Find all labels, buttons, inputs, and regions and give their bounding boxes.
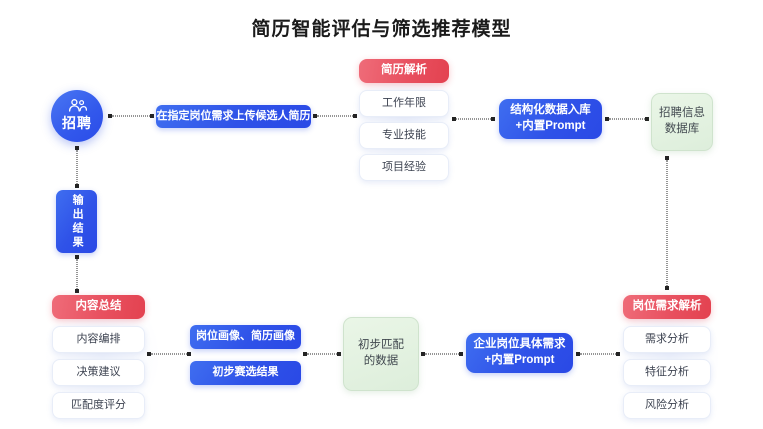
start-recruit-label: 招聘 (62, 115, 92, 131)
connector-cap (665, 286, 669, 290)
node-structured-store[interactable]: 结构化数据入库 +内置Prompt (499, 99, 602, 139)
connector-line (609, 118, 645, 120)
resume-parse-item-1[interactable]: 专业技能 (359, 122, 449, 149)
connector-cap (645, 117, 649, 121)
job-parse-item-2[interactable]: 风险分析 (623, 392, 711, 419)
connector-content-summary-to-portraits (147, 348, 191, 360)
connector-cap (421, 352, 425, 356)
node-upload-step[interactable]: 在指定岗位需求上传候选人简历 (156, 105, 311, 128)
connector-line (76, 150, 78, 184)
connector-line (317, 115, 353, 117)
two-people-icon (67, 99, 87, 112)
connector-matched-data-to-job-prompt (421, 348, 463, 360)
content-summary-item-0[interactable]: 内容编排 (52, 326, 145, 353)
connector-job-prompt-to-job-parse (576, 348, 620, 360)
connector-cap (605, 117, 609, 121)
connector-cap (108, 114, 112, 118)
node-job-requirement-prompt[interactable]: 企业岗位具体需求 +内置Prompt (466, 333, 573, 373)
connector-cap (75, 255, 79, 259)
connector-cap (75, 184, 79, 188)
node-output-result[interactable]: 输出结果 (56, 190, 97, 253)
job-prompt-line2: +内置Prompt (484, 354, 555, 366)
connector-cap (616, 352, 620, 356)
connector-line (307, 353, 337, 355)
connector-cap (303, 352, 307, 356)
connector-recruit-db-to-job-parse (661, 156, 673, 290)
connector-cap (353, 114, 357, 118)
resume-parse-item-0[interactable]: 工作年限 (359, 90, 449, 117)
connector-cap (576, 352, 580, 356)
connector-cap (187, 352, 191, 356)
job-parse-item-0[interactable]: 需求分析 (623, 326, 711, 353)
connector-line (456, 118, 491, 120)
content-summary-item-1[interactable]: 决策建议 (52, 359, 145, 386)
connector-cap (452, 117, 456, 121)
connector-structured-store-to-recruit-db (605, 113, 649, 125)
structured-store-line1: 结构化数据入库 (510, 104, 591, 117)
connector-upload-to-resume-parse (313, 110, 357, 122)
connector-output-to-content-summary (71, 255, 83, 293)
connector-line (151, 353, 187, 355)
connector-line (580, 353, 616, 355)
connector-cap (459, 352, 463, 356)
connector-cap (150, 114, 154, 118)
connector-cap (337, 352, 341, 356)
connector-line (425, 353, 459, 355)
recruit-db-line2: 数据库 (664, 123, 700, 135)
structured-store-line2: +内置Prompt (515, 120, 586, 132)
connector-cap (147, 352, 151, 356)
connector-resume-parse-to-structured-store (452, 113, 495, 125)
node-recruit-db[interactable]: 招聘信息 数据库 (651, 93, 713, 151)
connector-portraits-to-matched-data (303, 348, 341, 360)
connector-line (76, 259, 78, 289)
connector-line (666, 160, 668, 286)
group-header-job-parse[interactable]: 岗位需求解析 (623, 295, 711, 319)
page-title: 简历智能评估与筛选推荐模型 (251, 19, 512, 40)
resume-parse-item-2[interactable]: 项目经验 (359, 154, 449, 181)
job-prompt-line1: 企业岗位具体需求 (473, 338, 566, 351)
group-header-resume-parse[interactable]: 简历解析 (359, 59, 449, 83)
job-parse-item-1[interactable]: 特征分析 (623, 359, 711, 386)
node-matched-data[interactable] (343, 317, 419, 391)
node-portrait-profiles[interactable]: 岗位画像、简历画像 (190, 325, 301, 349)
recruit-db-line1: 招聘信息 (659, 107, 705, 120)
output-result-label: 输出结果 (71, 193, 84, 250)
node-preliminary-screening[interactable]: 初步赛选结果 (190, 361, 301, 385)
connector-cap (491, 117, 495, 121)
connector-cap (313, 114, 317, 118)
content-summary-item-2[interactable]: 匹配度评分 (52, 392, 145, 419)
connector-cap (75, 289, 79, 293)
connector-line (112, 115, 150, 117)
connector-start-to-upload (108, 110, 154, 122)
connector-cap (665, 156, 669, 160)
connector-start-to-output (71, 146, 83, 188)
connector-cap (75, 146, 79, 150)
group-header-content-summary[interactable]: 内容总结 (52, 295, 145, 319)
node-start-recruit[interactable]: 招聘 (51, 90, 103, 142)
